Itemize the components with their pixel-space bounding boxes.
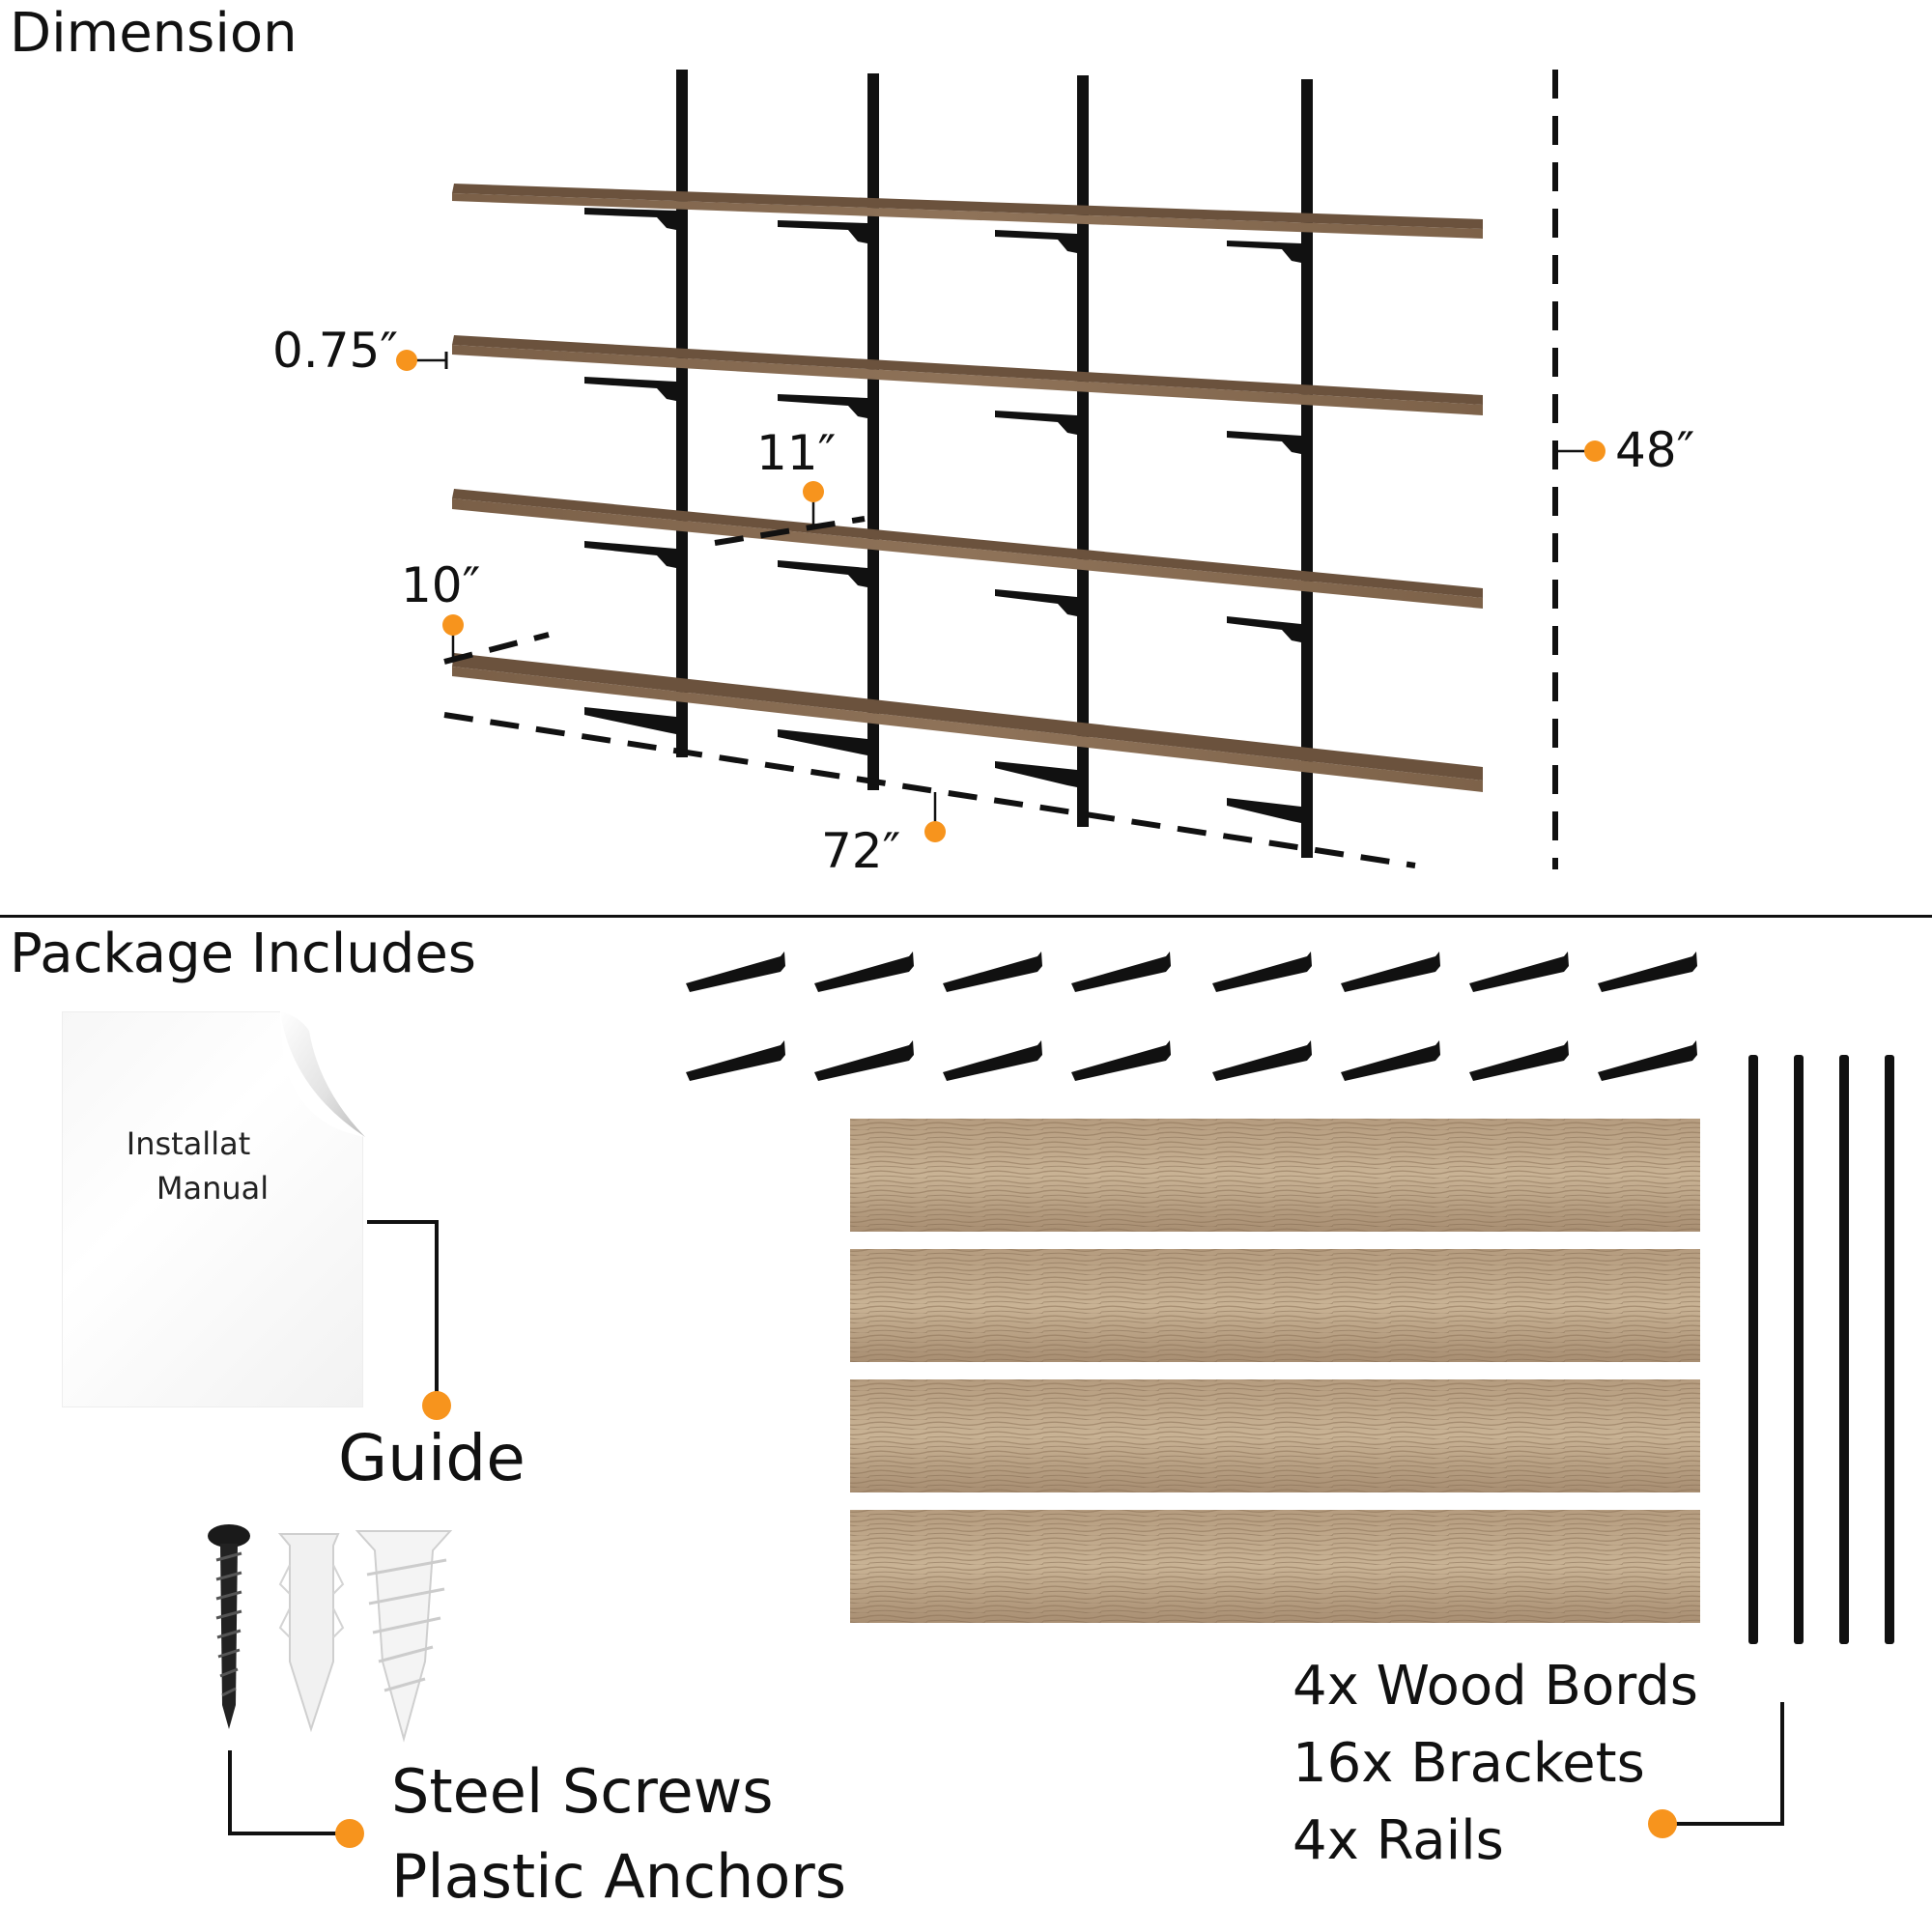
thickness-label: 0.75″ bbox=[272, 323, 399, 379]
bracket-icon bbox=[1212, 952, 1312, 992]
rail-uprights bbox=[676, 70, 1313, 858]
wood-board-icon bbox=[850, 1510, 1700, 1623]
depth-bottom-dot bbox=[442, 614, 464, 636]
bracket-icon bbox=[686, 1040, 785, 1081]
bracket-icon bbox=[1598, 952, 1697, 992]
screws-label-line1: Steel Screws bbox=[391, 1756, 774, 1827]
screw-icon bbox=[208, 1524, 250, 1729]
contents-item-rails: 4x Rails bbox=[1293, 1809, 1504, 1872]
contents-connector bbox=[1676, 1702, 1784, 1826]
contents-item-wood: 4x Wood Bords bbox=[1293, 1655, 1698, 1718]
thickness-dot bbox=[396, 350, 417, 371]
shelf-1 bbox=[452, 193, 1483, 239]
rail-icon bbox=[1885, 1055, 1894, 1644]
width-dot bbox=[924, 821, 946, 842]
installation-manual: Installat Manual bbox=[62, 1011, 365, 1407]
bracket-icon bbox=[1212, 1040, 1312, 1081]
rail-1 bbox=[676, 70, 688, 757]
contents-item-brackets: 16x Brackets bbox=[1293, 1732, 1645, 1795]
bracket-icon bbox=[1469, 952, 1569, 992]
depth-top-label: 11″ bbox=[756, 425, 837, 481]
dimension-title: Dimension bbox=[10, 2, 298, 65]
bracket-icon bbox=[1341, 952, 1440, 992]
bracket-icon bbox=[1469, 1040, 1569, 1081]
wood-board-icon bbox=[850, 1249, 1700, 1362]
manual-page-curl-icon bbox=[280, 1011, 365, 1137]
height-dot bbox=[1584, 440, 1605, 462]
shelf-boards bbox=[452, 184, 1483, 792]
rail-icon bbox=[1794, 1055, 1804, 1644]
shelf-3 bbox=[452, 498, 1483, 609]
rail-4 bbox=[1301, 79, 1313, 858]
bracket-icon bbox=[686, 952, 785, 992]
manual-title-line2: Manual bbox=[156, 1170, 270, 1207]
dimension-lines bbox=[415, 70, 1592, 869]
rail-2 bbox=[867, 73, 879, 790]
anchor-icon bbox=[355, 1530, 453, 1743]
depth-bottom-dim-line bbox=[443, 632, 550, 665]
height-label: 48″ bbox=[1615, 422, 1695, 478]
dimension-dots bbox=[396, 350, 1605, 842]
width-dim-line bbox=[443, 712, 1416, 868]
shelf-2 bbox=[452, 345, 1483, 415]
bracket-icon bbox=[1071, 1040, 1171, 1081]
bracket-icon bbox=[814, 1040, 914, 1081]
callout-dots bbox=[335, 1391, 1677, 1848]
bracket-icon bbox=[943, 952, 1042, 992]
wood-boards-group bbox=[850, 1119, 1700, 1623]
rail-3 bbox=[1077, 75, 1089, 827]
depth-bottom-label: 10″ bbox=[401, 557, 481, 613]
screws-connector bbox=[228, 1750, 338, 1835]
shelf-unit-illustration bbox=[452, 70, 1483, 858]
anchor-icon bbox=[277, 1533, 345, 1733]
guide-label: Guide bbox=[338, 1421, 526, 1495]
screws-label-line2: Plastic Anchors bbox=[391, 1841, 847, 1912]
wood-board-icon bbox=[850, 1119, 1700, 1232]
depth-top-dot bbox=[803, 481, 824, 502]
contents-dot bbox=[1648, 1809, 1677, 1838]
depth-top-dim-line bbox=[714, 516, 866, 546]
rails-group bbox=[1748, 1055, 1894, 1644]
width-label: 72″ bbox=[821, 823, 901, 879]
callout-connectors bbox=[228, 1220, 1784, 1835]
guide-dot bbox=[422, 1391, 451, 1420]
screws-dot bbox=[335, 1819, 364, 1848]
section-divider bbox=[0, 915, 1932, 918]
bracket-icon bbox=[1071, 952, 1171, 992]
brackets-group bbox=[686, 952, 1697, 1081]
bracket-icon bbox=[1341, 1040, 1440, 1081]
manual-title-line1: Installat bbox=[126, 1125, 251, 1162]
rail-icon bbox=[1748, 1055, 1758, 1644]
wood-board-icon bbox=[850, 1379, 1700, 1492]
bracket-icon bbox=[1598, 1040, 1697, 1081]
shelf-brackets bbox=[584, 208, 1301, 823]
shelf-4 bbox=[452, 667, 1483, 792]
rail-icon bbox=[1839, 1055, 1849, 1644]
guide-connector bbox=[367, 1220, 439, 1406]
package-includes-title: Package Includes bbox=[10, 923, 476, 985]
bracket-icon bbox=[814, 952, 914, 992]
bracket-icon bbox=[943, 1040, 1042, 1081]
